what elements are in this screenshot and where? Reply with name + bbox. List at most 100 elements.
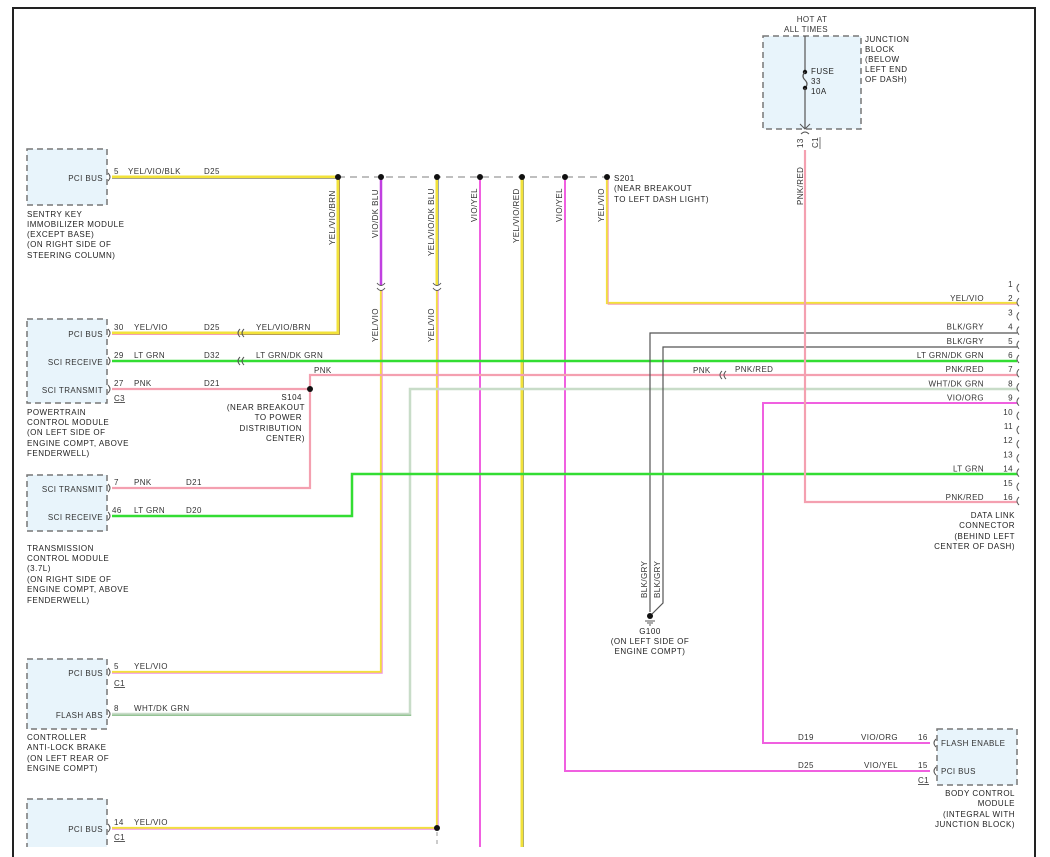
- sentry-key-box[interactable]: [26, 148, 108, 206]
- bcm-circuit-1: D25: [798, 761, 814, 770]
- bcm-pin-num-0: 16: [918, 733, 928, 742]
- abs-box[interactable]: [26, 658, 108, 730]
- sentry-name-3: (ON RIGHT SIDE OF: [27, 240, 111, 249]
- bcm-connector: C1: [918, 776, 929, 785]
- sentry-pin: 5: [114, 167, 119, 176]
- dlc-pin-connector-icon: [1016, 368, 1020, 378]
- fuse-label: FUSE: [811, 67, 834, 76]
- s104-splice: PNK S104 (NEAR BREAKOUT TO POWER DISTRIB…: [227, 365, 773, 443]
- dlc-pin-connector-icon: [1016, 411, 1020, 421]
- dlc-pin-wire-label: PNK/RED: [946, 493, 984, 502]
- bcm-pin-num-1: 15: [918, 761, 928, 770]
- tcm-name-4: ENGINE COMPT, ABOVE: [27, 585, 129, 594]
- pcm-name-0: POWERTRAIN: [27, 408, 86, 417]
- body-control-module: FLASH ENABLE PCI BUS D19 VIO/ORG 16 D25 …: [798, 728, 1018, 829]
- jb-pin: 13: [796, 138, 805, 148]
- pcm-circuit-1: D32: [204, 351, 220, 360]
- pcm-wire-0: YEL/VIO: [134, 323, 168, 332]
- pcm-wire2-0: YEL/VIO/BRN: [256, 323, 311, 332]
- dlc-pin-number: 3: [1008, 308, 1013, 317]
- dlc-pin-wire-label: VIO/ORG: [947, 394, 984, 403]
- connector-icon: [107, 172, 111, 182]
- tcm-name-2: (3.7L): [27, 564, 51, 573]
- jb-name-0: JUNCTION: [865, 35, 909, 44]
- junction-block-box: [762, 35, 862, 130]
- s104-desc-2: DISTRIBUTION: [240, 424, 302, 433]
- splice-dot: [604, 174, 610, 180]
- connector-icon: [107, 823, 111, 833]
- jb-name-1: BLOCK: [865, 45, 895, 54]
- inline-wire-pnk: PNK: [693, 366, 711, 375]
- arrow-down-icon: [799, 123, 811, 130]
- bottom-connector: C1: [114, 833, 125, 842]
- sentry-pin-label: PCI BUS: [68, 174, 103, 183]
- tcm-circuit-1: D20: [186, 506, 202, 515]
- s104-desc-3: CENTER): [266, 434, 305, 443]
- dlc-pin-number: 6: [1008, 351, 1013, 360]
- s104-desc-0: (NEAR BREAKOUT: [227, 403, 305, 412]
- pcm-pin-label-0: PCI BUS: [68, 330, 103, 339]
- splice-dot: [562, 174, 568, 180]
- inline-connector-icon: [432, 282, 442, 291]
- wire-abs-pci: [112, 290, 383, 674]
- abs-pin-num-0: 5: [114, 662, 119, 671]
- drop-lower-label-1: YEL/VIO: [427, 308, 436, 342]
- s201-desc-1: (NEAR BREAKOUT: [614, 184, 692, 193]
- dlc-pin-connector-icon: [1016, 383, 1020, 392]
- pcm-connector: C3: [114, 394, 125, 403]
- connector-icon: [107, 667, 111, 719]
- pcm-box[interactable]: [26, 318, 108, 404]
- jb-wire: PNK/RED: [796, 167, 805, 205]
- dlc-pin-wire-label: BLK/GRY: [947, 337, 985, 346]
- wire-blk-gry-dlc4: [649, 332, 1017, 612]
- splice-dot: [647, 613, 653, 619]
- wire-wht-dkgrn: [112, 387, 1017, 716]
- dlc-pin-connector-icon: [1016, 312, 1020, 321]
- tcm-box[interactable]: [26, 474, 108, 532]
- dlc-pin-number: 15: [1003, 479, 1013, 488]
- pcm-pin-label-2: SCI TRANSMIT: [42, 386, 103, 395]
- fuse-number: 33: [811, 77, 821, 86]
- pcm-pin-num-2: 27: [114, 379, 124, 388]
- data-link-connector: DATA LINK CONNECTOR (BEHIND LEFT CENTER …: [917, 280, 1020, 551]
- tcm-name-1: CONTROL MODULE: [27, 554, 109, 563]
- ground-desc-1: (ON LEFT SIDE OF: [611, 637, 690, 646]
- dlc-pin-connector-icon: [1016, 468, 1020, 477]
- inline-connector-icon: [237, 328, 245, 366]
- hot-label-1: HOT AT: [797, 15, 828, 24]
- bcm-name-0: BODY CONTROL: [945, 789, 1015, 798]
- dlc-pin-number: 16: [1003, 493, 1013, 502]
- pcm-circuit-2: D21: [204, 379, 220, 388]
- drop-label-5: VIO/YEL: [555, 188, 564, 222]
- dlc-pin-connector-icon: [1016, 340, 1020, 350]
- jb-name-3: LEFT END: [865, 65, 908, 74]
- dlc-pin-connector-icon: [1016, 496, 1020, 506]
- jb-connector: C1: [811, 137, 820, 148]
- transmission-control-module: SCI TRANSMIT SCI RECEIVE 7 PNK D21 46 LT…: [26, 474, 202, 605]
- ground-wire-1: BLK/GRY: [640, 560, 649, 598]
- bottom-pin-num: 14: [114, 818, 124, 827]
- sentry-circuit: D25: [204, 167, 220, 176]
- dlc-pin-number: 4: [1008, 323, 1013, 332]
- tcm-pin-label-0: SCI TRANSMIT: [42, 485, 103, 494]
- pcm-pin-num-1: 29: [114, 351, 124, 360]
- bcm-box[interactable]: [936, 728, 1018, 786]
- pcm-name-4: FENDERWELL): [27, 449, 90, 458]
- jb-name-4: OF DASH): [865, 75, 907, 84]
- tcm-circuit-0: D21: [186, 478, 202, 487]
- splice-dot: [378, 174, 384, 180]
- bottom-pin-label: PCI BUS: [68, 825, 103, 834]
- splice-dot: [335, 174, 341, 180]
- drop-lower-label-0: YEL/VIO: [371, 308, 380, 342]
- drop-label-1: VIO/DK BLU: [371, 189, 380, 238]
- bcm-wire-0: VIO/ORG: [861, 733, 898, 742]
- wire-yel-vio-brn: [240, 177, 340, 335]
- abs-name-1: ANTI-LOCK BRAKE: [27, 743, 107, 752]
- splice-dot: [434, 825, 440, 831]
- dlc-pin-connector-icon: [1016, 454, 1020, 463]
- dlc-pin-wire-label: BLK/GRY: [947, 323, 985, 332]
- bottom-module-box[interactable]: [26, 798, 108, 847]
- anti-lock-brake-controller: PCI BUS FLASH ABS 5 YEL/VIO C1 8 WHT/DK …: [26, 658, 189, 773]
- wire-dlc-pin2: [605, 177, 1017, 305]
- tcm-name-0: TRANSMISSION: [27, 544, 94, 553]
